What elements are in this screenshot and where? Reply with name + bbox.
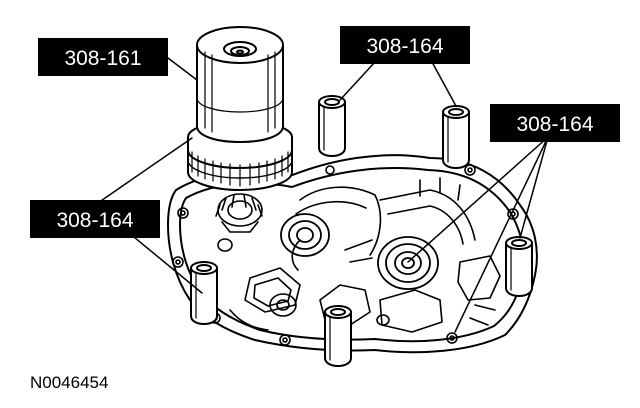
callout-308-164-top: 308-164 (340, 26, 470, 64)
svg-text:308-164: 308-164 (56, 209, 133, 232)
pinion-gear (215, 193, 263, 233)
gear-teeth (191, 151, 289, 187)
callout-308-164-left: 308-164 (30, 200, 160, 238)
svg-text:308-164: 308-164 (516, 113, 593, 136)
leader-lines (94, 57, 549, 333)
svg-text:308-161: 308-161 (64, 47, 141, 70)
differential-bore (377, 236, 439, 290)
svg-text:308-164: 308-164 (366, 35, 443, 58)
pin-right (505, 236, 533, 297)
shaft-bore (280, 213, 330, 257)
case-outline (167, 154, 538, 354)
pin-top-left (318, 95, 346, 157)
figure-id: N0046454 (30, 373, 108, 392)
pin-bottom (324, 305, 352, 367)
pin-top-right (442, 105, 470, 169)
callout-308-164-right: 308-164 (490, 104, 620, 142)
tool-308-161 (187, 26, 293, 191)
pin-left (190, 261, 218, 325)
callout-308-161: 308-161 (38, 38, 168, 76)
cylinder-top (196, 26, 284, 64)
bearing-pockets (217, 238, 390, 326)
cylinder-body (196, 44, 284, 143)
case-internal-webbing (229, 177, 501, 333)
